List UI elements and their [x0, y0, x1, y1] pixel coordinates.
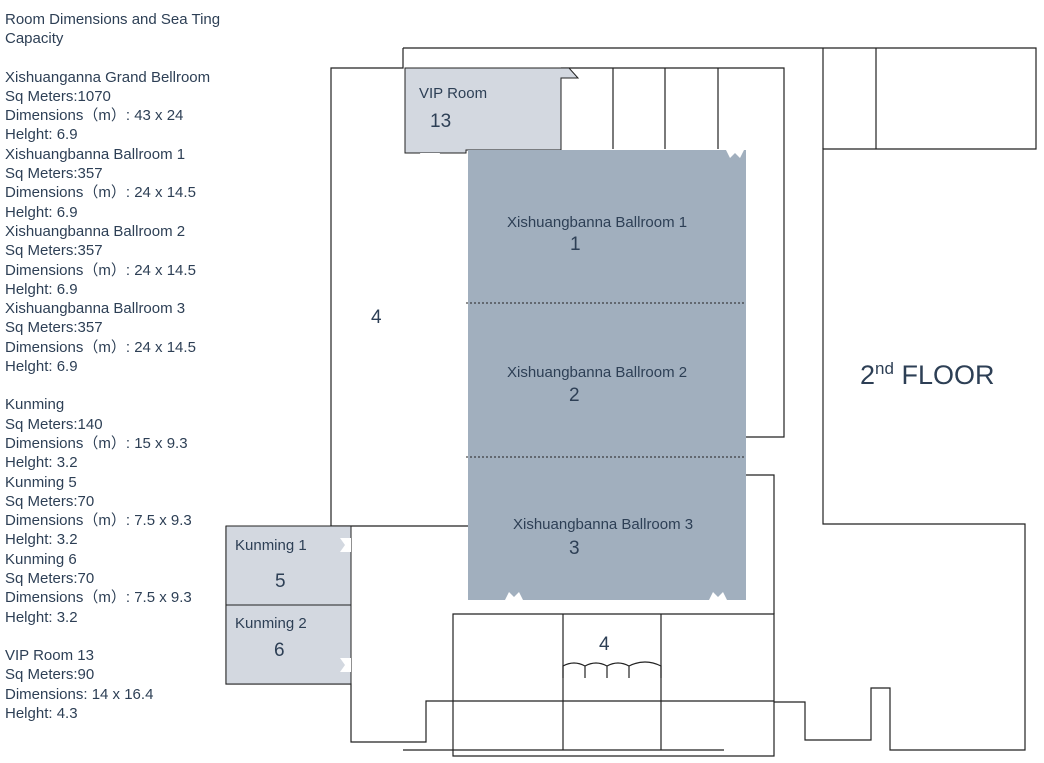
door-icon — [456, 383, 468, 399]
legend-room-detail: Helght: 6.9 — [5, 203, 78, 221]
ballroom-2[interactable] — [468, 303, 746, 457]
lower-area-number: 4 — [599, 634, 610, 655]
legend-room-detail: Dimensions（m）: 15 x 9.3 — [5, 434, 188, 452]
ballroom-3[interactable] — [468, 457, 746, 600]
legend-room-detail: Helght: 3.2 — [5, 531, 78, 549]
lower-rooms — [452, 613, 775, 757]
door-icon — [340, 538, 351, 552]
legend-room-detail: Dimensions（m）: 24 x 14.5 — [5, 261, 196, 279]
kunming-1-label: Kunming 1 — [235, 537, 307, 554]
legend-room-name: Xishuangbanna Ballroom 3 — [5, 300, 186, 318]
ballroom-2-label: Xishuangbanna Ballroom 2 — [507, 364, 687, 381]
legend-room-detail: Sq Meters:1070 — [5, 87, 111, 105]
ballroom-1-label: Xishuangbanna Ballroom 1 — [507, 214, 687, 231]
kunming-1-number: 5 — [275, 571, 286, 592]
legend-room-detail: Helght: 4.3 — [5, 704, 78, 722]
room-dimensions-legend: Room Dimensions and Sea Ting Capacity Xi… — [5, 10, 230, 723]
legend-room-detail: Helght: 6.9 — [5, 280, 78, 298]
legend-title: Room Dimensions and Sea Ting Capacity — [5, 11, 221, 48]
legend-room-detail: Sq Meters:357 — [5, 165, 103, 183]
legend-room-name: Kunming — [5, 396, 65, 414]
legend-room-name: Kunming 5 — [5, 473, 77, 491]
legend-room-detail: Sq Meters:357 — [5, 242, 103, 260]
floor-label-suffix: FLOOR — [894, 360, 995, 390]
legend-room-detail: Dimensions（m）: 24 x 14.5 — [5, 184, 196, 202]
ballroom-2-number: 2 — [569, 385, 580, 406]
door-icon — [709, 592, 727, 600]
door-icon — [456, 477, 468, 493]
ballroom-3-label: Xishuangbanna Ballroom 3 — [513, 516, 693, 533]
legend-room-detail: Helght: 6.9 — [5, 358, 78, 376]
ballroom-1-number: 1 — [570, 234, 581, 255]
kunming-2-number: 6 — [274, 640, 285, 661]
door-icon — [726, 150, 744, 158]
legend-room-detail: Dimensions（m）: 7.5 x 9.3 — [5, 512, 192, 530]
floor-label-prefix: 2 — [860, 360, 875, 390]
kunming-1-room[interactable] — [225, 525, 352, 606]
door-icon — [456, 262, 468, 278]
arched-partition — [562, 661, 662, 678]
legend-room-detail: Dimensions: 14 x 16.4 — [5, 685, 154, 703]
door-icon — [456, 356, 468, 372]
legend-room-detail: Helght: 6.9 — [5, 126, 78, 144]
legend-room-detail: Helght: 3.2 — [5, 454, 78, 472]
door-icon — [456, 185, 468, 201]
foyer-number: 4 — [371, 307, 382, 328]
vip-room-label: VIP Room — [419, 85, 487, 102]
legend-room-detail: Sq Meters:70 — [5, 570, 95, 588]
legend-room-detail: Dimensions（m）: 24 x 14.5 — [5, 338, 196, 356]
top-wall — [403, 47, 1037, 751]
legend-room-name: Kunming 6 — [5, 550, 77, 568]
legend-room-detail: Sq Meters:140 — [5, 415, 103, 433]
service-corridor — [746, 474, 775, 614]
legend-room-detail: Dimensions（m）: 43 x 24 — [5, 107, 184, 125]
kunming-2-label: Kunming 2 — [235, 615, 307, 632]
legend-room-name: Xishuangbanna Ballroom 2 — [5, 222, 186, 240]
door-icon — [340, 658, 351, 672]
door-icon — [505, 592, 523, 600]
door-icon — [456, 552, 468, 568]
kunming-2-room[interactable] — [225, 604, 352, 685]
legend-room-name: Xishuangbanna Ballroom 1 — [5, 145, 186, 163]
ballroom-1[interactable] — [468, 150, 746, 303]
door-icon — [420, 153, 440, 161]
doors — [340, 150, 744, 672]
floor-label: 2nd FLOOR — [860, 359, 994, 390]
legend-room-detail: Sq Meters:70 — [5, 492, 95, 510]
legend-room-detail: Sq Meters:357 — [5, 319, 103, 337]
legend-room-detail: Helght: 3.2 — [5, 608, 78, 626]
floor-label-superscript: nd — [875, 359, 894, 378]
service-rooms — [561, 67, 785, 438]
legend-room-name: Xishuanganna Grand Bellroom — [5, 68, 211, 86]
legend-room-detail: Sq Meters:90 — [5, 666, 95, 684]
legend-room-name: VIP Room 13 — [5, 646, 94, 664]
vip-room-number: 13 — [430, 111, 451, 132]
upper-annex — [822, 48, 877, 149]
ballroom-3-number: 3 — [569, 538, 580, 559]
legend-room-detail: Dimensions（m）: 7.5 x 9.3 — [5, 589, 192, 607]
